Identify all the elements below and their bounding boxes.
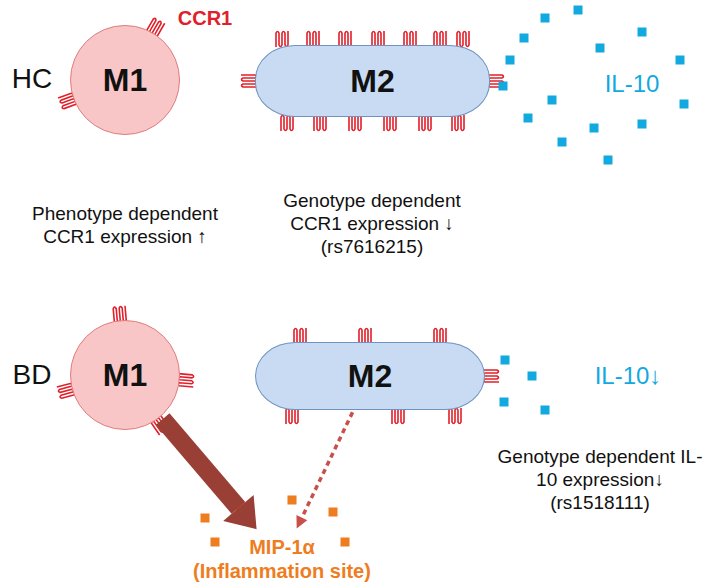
block-arrow	[156, 413, 257, 529]
inflammation-site: MIP-1α(Inflammation site)	[187, 533, 377, 582]
chemokine-name: MIP-1α	[249, 535, 315, 559]
cell-name: M1	[103, 357, 147, 394]
dashed-arrow	[296, 412, 352, 528]
cell-name: M1	[103, 62, 147, 99]
group-label: BD	[2, 358, 62, 392]
annotation: Genotype dependent IL-10 expression↓ (rs…	[498, 446, 703, 514]
il10-molecules	[499, 6, 689, 415]
m2-macrophage: M2	[255, 342, 485, 410]
annotation: Phenotype dependent CCR1 expression ↑	[23, 203, 228, 249]
m1-macrophage: M1	[70, 320, 180, 430]
group-label: HC	[2, 62, 62, 96]
cell-name: M2	[350, 63, 394, 100]
receptor-label: CCR1	[170, 6, 240, 30]
cytokine-label: IL-10	[587, 70, 677, 99]
cytokine-label: IL-10↓	[578, 362, 678, 391]
m1-macrophage: M1	[70, 25, 180, 135]
annotation: Genotype dependent CCR1 expression ↓ (rs…	[270, 190, 475, 258]
site-note: (Inflammation site)	[193, 559, 371, 582]
cell-name: M2	[348, 358, 392, 395]
m2-macrophage: M2	[255, 45, 490, 117]
